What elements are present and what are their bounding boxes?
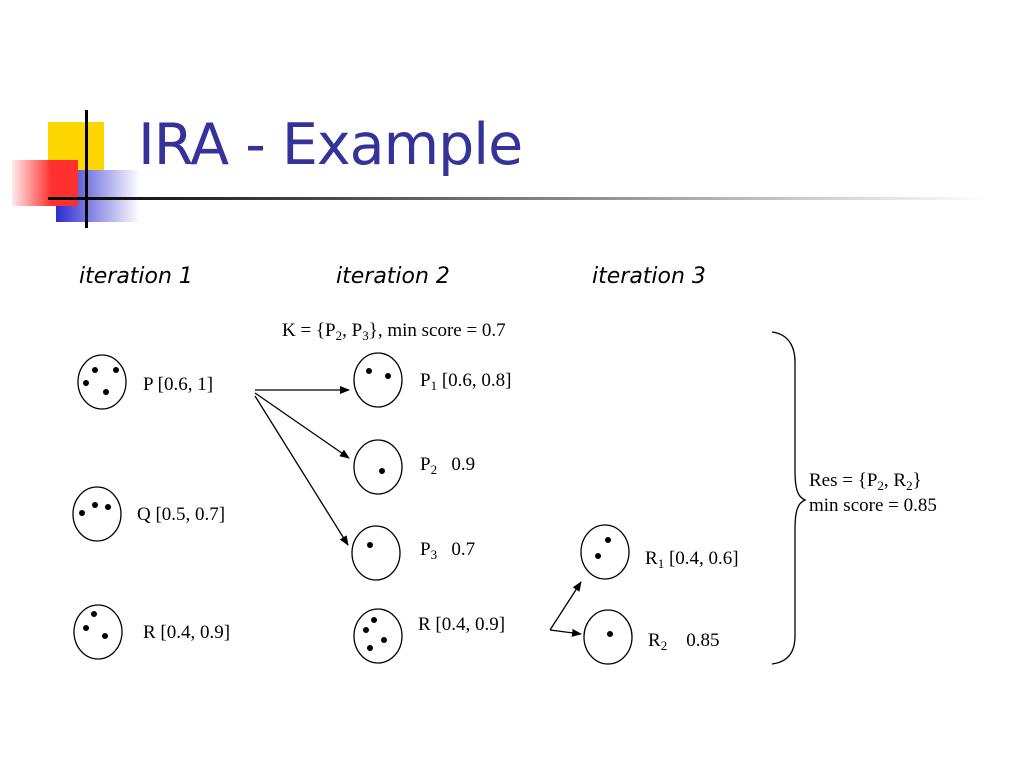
partition-p2-label: P2 0.9 xyxy=(420,454,476,477)
partition-r-iter2-circle xyxy=(353,608,403,664)
partition-p1-circle xyxy=(353,352,403,408)
result-min-score: min score = 0.85 xyxy=(809,495,937,516)
partition-p-label: P [0.6, 1] xyxy=(143,374,214,395)
iteration-2-heading: iteration 2 xyxy=(336,264,450,289)
k-set-label: K = {P2, P3}, min score = 0.7 xyxy=(282,320,506,343)
partition-r-circle xyxy=(73,604,123,660)
partition-p3-label: P3 0.7 xyxy=(420,539,476,562)
partition-p3-circle xyxy=(351,525,401,581)
partition-p-circle xyxy=(77,354,127,410)
partition-r1-circle xyxy=(580,524,630,580)
title-underline xyxy=(48,197,988,200)
arrow-r-to-r1 xyxy=(549,581,582,631)
arrow-p-to-p2 xyxy=(254,392,350,459)
iteration-3-heading: iteration 3 xyxy=(592,264,706,289)
iteration-1-heading: iteration 1 xyxy=(79,264,193,289)
partition-r-label: R [0.4, 0.9] xyxy=(143,622,231,643)
partition-q-circle xyxy=(72,486,122,542)
slide-title: IRA - Example xyxy=(138,112,523,178)
partition-r-iter2-label: R [0.4, 0.9] xyxy=(418,614,506,635)
arrow-r-to-r2 xyxy=(549,628,582,637)
arrow-p-to-p3 xyxy=(254,395,349,546)
partition-p2-circle xyxy=(353,439,403,495)
partition-r2-label: R2 0.85 xyxy=(648,630,720,653)
partition-r2-circle xyxy=(583,609,633,665)
vertical-rule xyxy=(85,110,88,228)
result-set-label: Res = {P2, R2} xyxy=(809,470,922,493)
result-brace xyxy=(771,331,807,665)
title-decoration xyxy=(0,100,1024,230)
title-decoration-graphic xyxy=(12,110,988,228)
partition-p1-label: P1 [0.6, 0.8] xyxy=(420,370,512,393)
partition-q-label: Q [0.5, 0.7] xyxy=(137,504,226,525)
partition-r1-label: R1 [0.4, 0.6] xyxy=(645,548,739,571)
